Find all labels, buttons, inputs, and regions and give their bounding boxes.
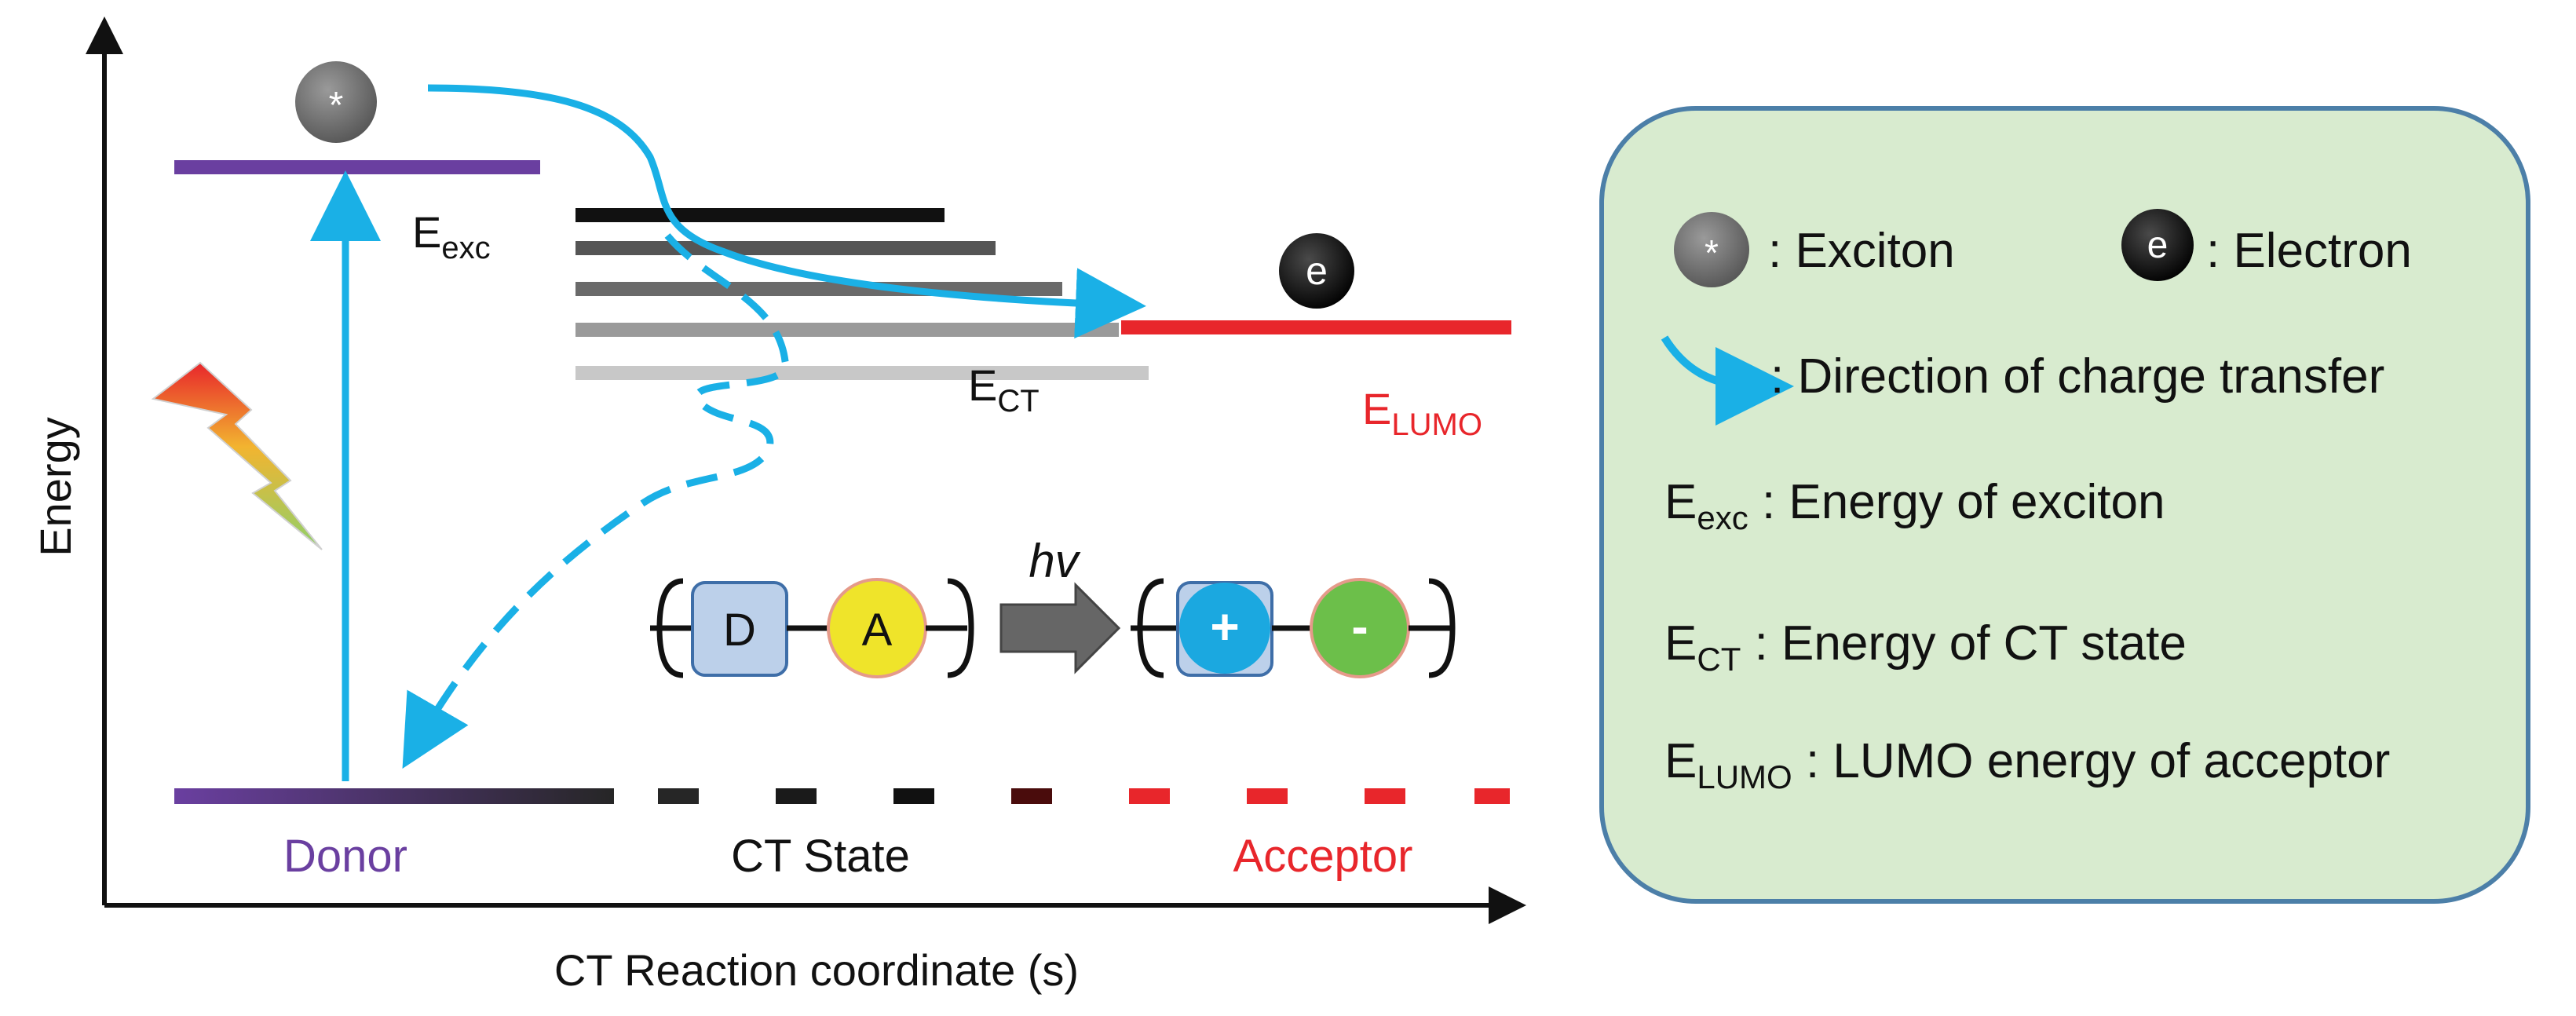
legend-e-ct: ECT : Energy of CT state <box>1664 616 2187 678</box>
da-scheme: D A hv + - <box>650 535 1456 678</box>
svg-text:: Direction of charge transfer: : Direction of charge transfer <box>1770 349 2384 404</box>
svg-text:A: A <box>862 605 893 656</box>
svg-text:*: * <box>329 85 344 126</box>
svg-text:-: - <box>1351 598 1368 655</box>
ct-state-levels <box>575 208 1149 380</box>
svg-text:D: D <box>723 605 756 656</box>
svg-text:e: e <box>1306 249 1328 293</box>
svg-text:e: e <box>2147 225 2169 266</box>
charge-transfer-arrow <box>427 84 1146 339</box>
legend-electron: e : Electron <box>2121 209 2412 281</box>
legend-exciton: * : Exciton <box>1674 212 1955 287</box>
y-axis-label: Energy <box>31 417 80 556</box>
svg-text:+: + <box>1210 598 1239 655</box>
legend-direction: : Direction of charge transfer <box>1661 335 2384 426</box>
acceptor-label: Acceptor <box>1233 831 1413 882</box>
reaction-arrow-icon <box>999 582 1121 674</box>
lightning-bolt-icon <box>151 361 323 550</box>
svg-text:: Exciton: : Exciton <box>1768 224 1955 278</box>
e-exc-label: Eexc <box>412 207 491 265</box>
electron-particle: e <box>1279 233 1354 309</box>
axes: Energy CT Reaction coordinate (s) <box>31 16 1526 995</box>
donor-label: Donor <box>283 831 407 882</box>
legend-panel: * : Exciton e : Electron : Direction of … <box>1599 106 2530 904</box>
legend-e-lumo: ELUMO : LUMO energy of acceptor <box>1664 734 2390 795</box>
donor-ground-level <box>174 788 614 804</box>
exciton-particle: * <box>295 61 377 143</box>
svg-text:*: * <box>1705 232 1719 273</box>
legend-e-exc: Eexc : Energy of exciton <box>1664 475 2165 536</box>
e-ct-label: ECT <box>968 360 1040 418</box>
back-transfer-arrow <box>402 233 789 769</box>
x-axis-label: CT Reaction coordinate (s) <box>554 945 1079 995</box>
ct-state-label: CT State <box>731 831 910 882</box>
svg-text:: Electron: : Electron <box>2206 224 2412 278</box>
e-lumo-label: ELUMO <box>1362 384 1482 442</box>
ground-dashes <box>658 788 1510 804</box>
photon-label: hv <box>1029 535 1080 587</box>
plus-circle <box>1179 583 1270 674</box>
